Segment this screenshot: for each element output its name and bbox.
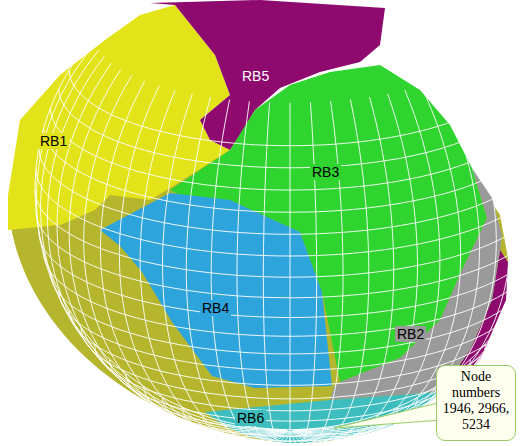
mesh-line: [291, 102, 317, 444]
mesh-line: [211, 100, 288, 444]
mesh-line: [293, 90, 440, 440]
part-label: RB1: [38, 133, 69, 149]
callout-text: Node numbers 1946, 2966, 5234: [440, 369, 512, 433]
part-label: RB3: [310, 164, 341, 180]
mesh-line: [291, 100, 368, 444]
mesh-line: [35, 190, 526, 277]
mesh-line: [50, 108, 526, 190]
mesh-line: [290, 103, 291, 445]
mesh-lines: [35, 36, 526, 445]
mesh-line: [292, 97, 394, 443]
part-label: RB4: [200, 300, 231, 316]
mesh-line: [39, 232, 526, 318]
mesh-line: [57, 63, 286, 432]
mesh-line: [263, 102, 289, 444]
part-label: RB6: [235, 410, 266, 426]
mesh-line: [84, 75, 287, 435]
mesh-line: [292, 94, 417, 441]
mesh-line: [291, 101, 343, 444]
mesh-line: [36, 169, 526, 256]
mesh-line: [294, 63, 523, 432]
mesh-line: [237, 101, 289, 444]
rb4-region: [100, 193, 332, 388]
mesh-line: [44, 252, 526, 336]
mesh-line: [50, 272, 526, 354]
part-label: RB2: [395, 326, 426, 342]
callout-pointer: [334, 402, 442, 428]
callout-box: Node numbers 1946, 2966, 5234: [436, 365, 516, 441]
mesh-line: [36, 211, 526, 298]
mesh-line: [69, 69, 286, 433]
mesh-line: [44, 128, 526, 212]
mesh-line: [101, 81, 287, 437]
part-label: RB5: [240, 68, 271, 84]
mesh-line: [119, 86, 287, 439]
mesh-line: [163, 94, 288, 441]
